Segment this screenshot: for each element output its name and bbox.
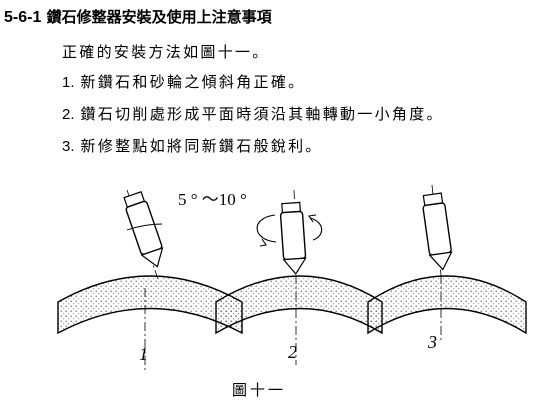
- intro-text: 正確的安裝方法如圖十一。: [62, 43, 270, 61]
- diamond-dresser-2: [279, 189, 307, 276]
- wheel-segment-3: [367, 275, 527, 340]
- figure-caption: 圖十一: [232, 381, 287, 399]
- panel-label-2: 2: [288, 342, 297, 362]
- wheel-segment-2: [215, 275, 383, 365]
- step-number: 2.: [62, 106, 75, 123]
- list-item: 3. 新修整點如將同新鑽石般銳利。: [62, 135, 444, 167]
- panel-label-3: 3: [427, 332, 437, 352]
- section-title: 鑽石修整器安裝及使用上注意事項: [46, 8, 272, 26]
- steps-list: 1.新鑽石和砂輪之傾斜角正確。 2.鑽石切削處形成平面時須沿其軸轉動一小角度。 …: [62, 71, 444, 167]
- step-number: 1.: [62, 74, 75, 91]
- list-item: 2. 鑽石切削處形成平面時須沿其軸轉動一小角度。: [62, 103, 444, 135]
- figure-illustration: 5 ° ～10 ° 1 2 3: [57, 184, 527, 370]
- angle-label: 5 ° ～10 °: [178, 190, 247, 209]
- step-text: 新鑽石和砂輪之傾斜角正確。: [80, 73, 306, 91]
- angle-arc: [126, 223, 163, 231]
- diamond-dresser-1: [123, 189, 164, 283]
- section-number: 5-6-1: [4, 9, 42, 26]
- rotation-arrow-icon: [256, 214, 323, 247]
- step-text: 鑽石切削處形成平面時須沿其軸轉動一小角度。: [80, 105, 444, 123]
- wheel-segment-1: [57, 275, 243, 370]
- step-number: 3.: [62, 138, 75, 155]
- panel-label-1: 1: [139, 344, 148, 364]
- step-text: 新修整點如將同新鑽石般銳利。: [80, 137, 323, 155]
- diamond-dresser-3: [422, 184, 453, 276]
- section-heading: 5-6-1 鑽石修整器安裝及使用上注意事項: [4, 6, 272, 27]
- list-item: 1. 新鑽石和砂輪之傾斜角正確。: [62, 71, 444, 103]
